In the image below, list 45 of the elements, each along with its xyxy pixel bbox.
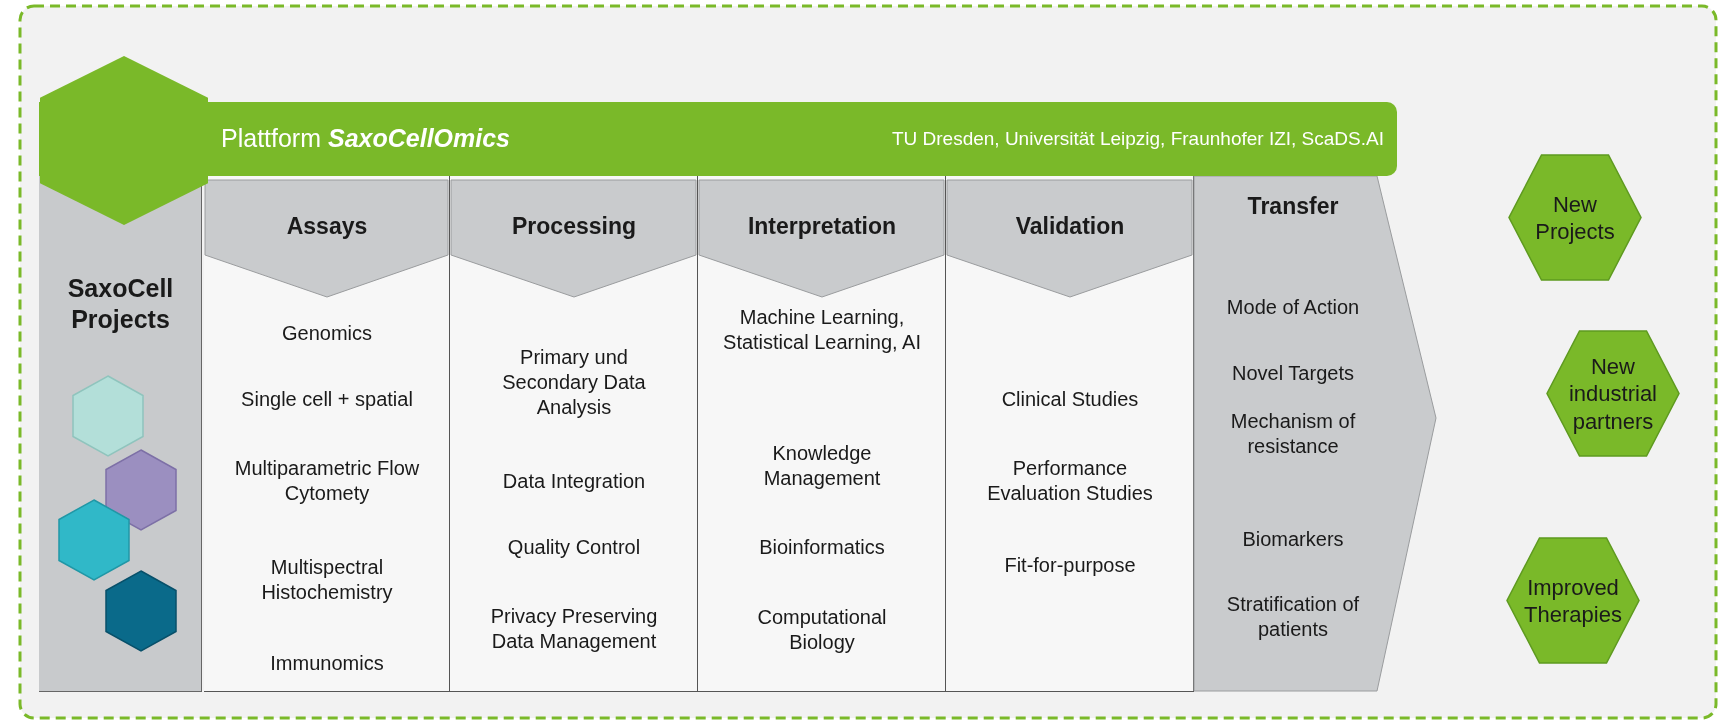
outcome-label: New Projects bbox=[1534, 190, 1616, 245]
outcome-hexagon bbox=[1506, 537, 1640, 664]
stage-item: Fit-for-purpose bbox=[1003, 552, 1137, 578]
stage-item: Immunomics bbox=[269, 650, 385, 676]
hexagon-shape bbox=[58, 499, 130, 581]
column-heading: Assays bbox=[285, 211, 369, 241]
stage-item: Clinical Studies bbox=[1000, 386, 1140, 412]
stage-item: Multispectral Histochemistry bbox=[260, 555, 394, 605]
column-heading: Processing bbox=[511, 211, 637, 241]
hexagon-shape bbox=[105, 570, 177, 652]
stage-item: Machine Learning, Statistical Learning, AI bbox=[722, 305, 922, 355]
stage-item: Mechanism of resistance bbox=[1229, 409, 1357, 459]
stage-item: Multiparametric Flow Cytomety bbox=[233, 456, 421, 506]
outcome-label: Improved Therapies bbox=[1524, 573, 1622, 628]
outcome-label: New industrial partners bbox=[1567, 352, 1658, 435]
transfer-column bbox=[1194, 176, 1437, 692]
stage-column bbox=[204, 176, 450, 692]
stage-item: Computational Biology bbox=[756, 605, 888, 655]
outcome-hexagon bbox=[1546, 330, 1680, 457]
column-heading: Interpretation bbox=[746, 211, 898, 241]
stage-item: Knowledge Management bbox=[762, 441, 882, 491]
stage-item: Genomics bbox=[281, 320, 373, 346]
outcome-hexagon bbox=[1508, 154, 1642, 281]
stage-item: Performance Evaluation Studies bbox=[986, 456, 1154, 506]
stage-item: Mode of Action bbox=[1225, 294, 1361, 320]
stage-item: Novel Targets bbox=[1231, 360, 1355, 386]
stage-column bbox=[450, 176, 698, 692]
stage-item: Privacy Preserving Data Management bbox=[489, 604, 659, 654]
column-heading: Validation bbox=[1014, 211, 1126, 241]
stage-column bbox=[946, 176, 1194, 692]
stage-item: Data Integration bbox=[501, 468, 647, 494]
stage-item: Biomarkers bbox=[1241, 526, 1345, 552]
stage-column bbox=[698, 176, 946, 692]
hexagon-shape bbox=[105, 449, 177, 531]
platform-title: Plattform SaxoCellOmics bbox=[221, 123, 511, 155]
column-heading: Transfer bbox=[1246, 191, 1340, 221]
partner-list: TU Dresden, Universität Leipzig, Fraunhofer IZI, ScaDS.AI bbox=[719, 127, 1384, 151]
projects-column bbox=[39, 176, 202, 692]
stage-item: Stratification of patients bbox=[1225, 592, 1361, 642]
column-heading: SaxoCell Projects bbox=[66, 272, 175, 335]
stage-item: Bioinformatics bbox=[758, 534, 886, 560]
stage-item: Primary und Secondary Data Analysis bbox=[501, 344, 647, 420]
stage-item: Quality Control bbox=[506, 534, 642, 560]
hexagon-shape bbox=[72, 375, 144, 457]
stage-item: Single cell + spatial bbox=[240, 386, 414, 412]
